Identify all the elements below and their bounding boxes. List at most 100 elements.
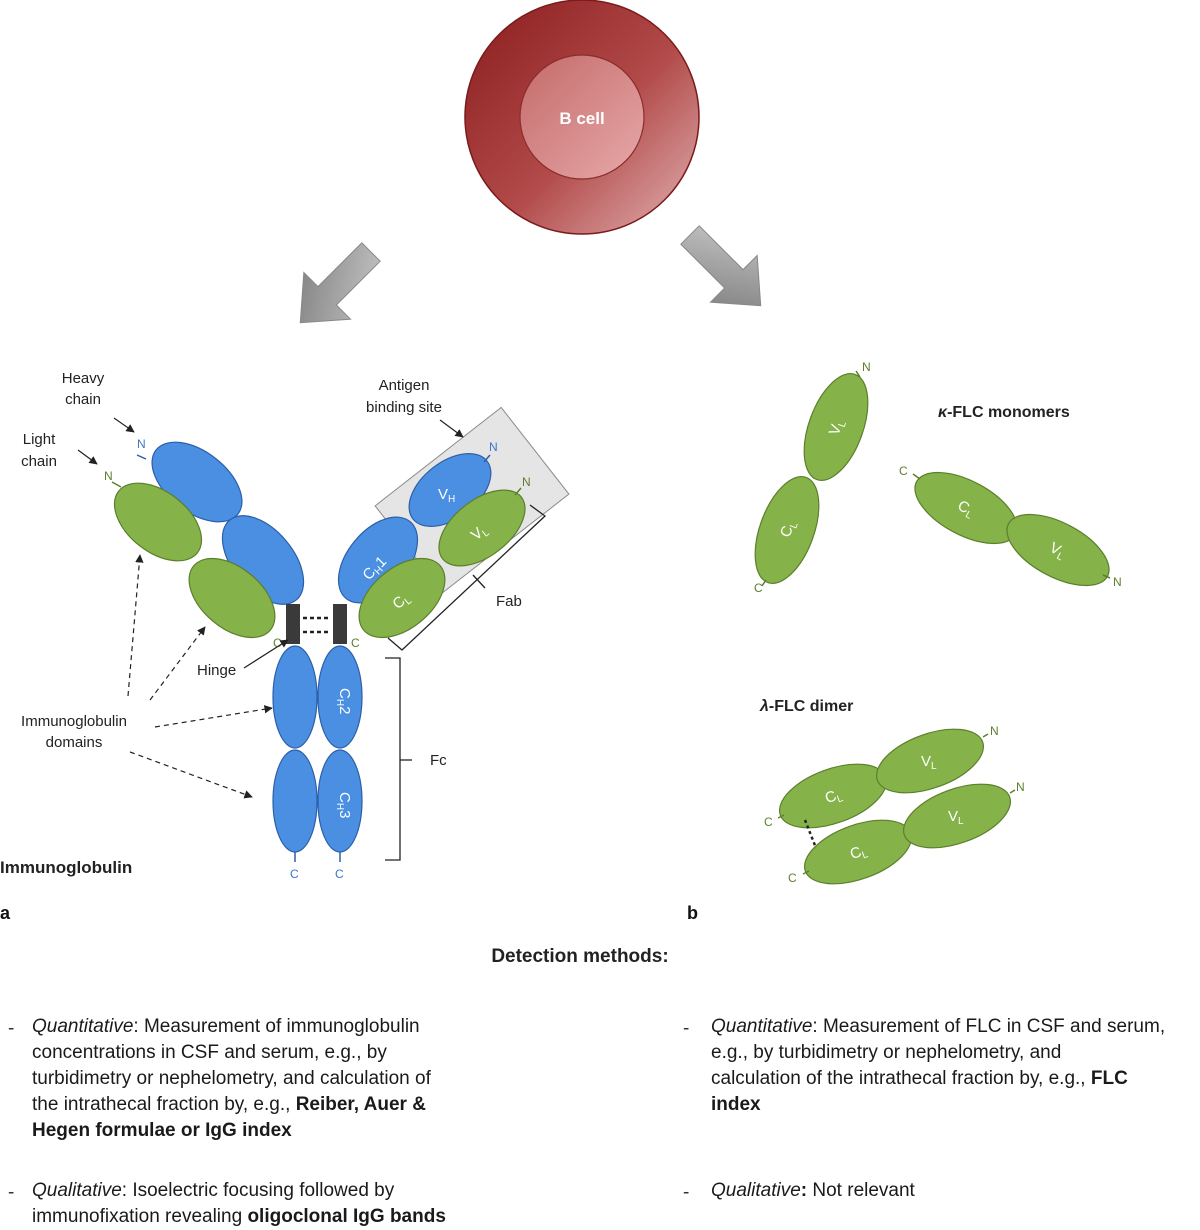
c-terminus-light-right: C [351,636,360,650]
method-line: Qualitative: Not relevant [711,1178,1200,1204]
arrow-to-flc [680,225,762,307]
method-right-qualitative: Qualitative: Not relevant [711,1178,1200,1204]
c-terminus-heavy-right: C [335,867,344,881]
method-text: Reiber, Auer & [295,1094,426,1115]
c-terminus-heavy-left: C [290,867,299,881]
bullet-right-2: - [683,1182,690,1203]
lambda1-c: C [764,815,773,829]
lambda1-vl [875,728,985,794]
method-text: : Isoelectric focusing followed by [121,1180,395,1201]
kappa1-cl-label: CL [777,518,801,540]
light-chain-vl-right [438,489,526,567]
lambda-disulfide-bond [803,819,818,849]
ch2-label: CH2 [334,688,353,714]
detection-methods-heading: Detection methods: [491,946,669,967]
method-text: : Measurement of FLC in CSF and serum, [812,1016,1166,1037]
fab-bracket [387,504,547,651]
fab-label: Fab [496,593,522,610]
method-text: e.g., by turbidimetry or nephelometry, a… [711,1042,1062,1063]
fc-label: Fc [430,752,447,769]
method-line: Qualitative: Isoelectric focusing follow… [32,1178,512,1204]
ch3-label: CH3 [334,792,353,818]
heavy-chain-label-2: chain [65,391,101,408]
domains-label-2: domains [46,734,103,751]
method-line: turbidimetry or nephelometry, and calcul… [32,1066,512,1092]
method-text: Quantitative [32,1016,134,1037]
method-text: Qualitative [32,1180,122,1201]
method-text: turbidimetry or nephelometry, and calcul… [32,1068,431,1089]
lambda2-vl-label: VL [948,808,964,827]
vh-label: VH [438,486,455,505]
fc-bracket [385,657,401,861]
ch2-left [272,645,318,749]
hinge-label: Hinge [197,662,236,679]
free-light-chains: VL CL CL VL CL VL CL VL N C C N N N C C … [687,360,1122,923]
method-line: Quantitative: Measurement of FLC in CSF … [711,1014,1200,1040]
hinge-left [286,604,300,644]
method-text: FLC [1090,1068,1128,1089]
c-terminus-light-left: C [273,636,282,650]
method-line: e.g., by turbidimetry or nephelometry, a… [711,1040,1200,1066]
n-terminus-heavy-left: N [137,437,146,451]
light-chain-cl-left [188,557,276,639]
bullet-left-2: - [8,1182,15,1203]
antigen-site-label-2: binding site [366,399,442,416]
n-terminus-light-right: N [522,475,531,489]
kappa1-vl [803,372,869,482]
lambda2-c: C [788,871,797,885]
bullet-left-1: - [8,1018,15,1039]
kappa2-c: C [899,464,908,478]
kappa1-c: C [754,581,763,595]
method-line: the intrathecal fraction by, e.g., Reibe… [32,1092,512,1118]
method-text: immunofixation revealing [32,1206,248,1227]
n-terminus-light-left: N [104,469,113,483]
kappa2-n: N [1113,575,1122,589]
method-left-qualitative: Qualitative: Isoelectric focusing follow… [32,1178,512,1230]
lambda1-n: N [990,724,999,738]
method-line: index [711,1092,1200,1118]
kappa1-n: N [862,360,871,374]
b-cell-label: B cell [559,109,604,128]
light-chain-label-2: chain [21,453,57,470]
method-line: immunofixation revealing oligoclonal IgG… [32,1204,512,1230]
ch2-right [317,645,363,749]
lambda1-vl-label: VL [921,753,937,772]
method-text: : Measurement of immunoglobulin [133,1016,420,1037]
method-text: Qualitative [711,1180,801,1201]
light-chain-label-1: Light [23,431,56,448]
lambda2-vl [902,783,1012,849]
b-cell-nucleus [519,54,645,180]
light-chain-cl-right [358,557,446,639]
b-cell: B cell [464,0,700,235]
kappa1-vl-label: VL [826,417,849,439]
immunoglobulin-flc-diagram: B cell [0,0,1122,923]
method-text: calculation of the intrathecal fraction … [711,1068,1091,1089]
method-line: Quantitative: Measurement of immunoglobu… [32,1014,512,1040]
domains-label-1: Immunoglobulin [21,713,127,730]
kappa-title: κ-FLC monomers [938,404,1070,421]
panel-b-letter: b [687,903,698,923]
panel-a-letter: a [0,903,11,923]
method-line: calculation of the intrathecal fraction … [711,1066,1200,1092]
lambda2-n: N [1016,780,1025,794]
method-line: concentrations in CSF and serum, e.g., b… [32,1040,512,1066]
immunoglobulin: VH VL CH1 CL CH2 CH3 N N N N C C C C [0,370,570,923]
ch3-left [272,749,318,853]
immunoglobulin-title: Immunoglobulin [0,858,132,877]
method-text: concentrations in CSF and serum, e.g., b… [32,1042,387,1063]
light-chain-vl-left [113,482,203,562]
kappa2-cl-label: CL [954,497,978,522]
method-text: the intrathecal fraction by, e.g., [32,1094,296,1115]
method-left-quantitative: Quantitative: Measurement of immunoglobu… [32,1014,512,1144]
method-line: Hegen formulae or IgG index [32,1118,512,1144]
method-text: Hegen formulae or IgG index [32,1120,292,1141]
kappa1-cl [754,475,820,585]
method-text: : [800,1180,813,1201]
method-right-quantitative: Quantitative: Measurement of FLC in CSF … [711,1014,1200,1118]
n-terminus-heavy-right: N [489,440,498,454]
antigen-site-label-1: Antigen [379,377,430,394]
method-text: index [711,1094,761,1115]
lambda-title: λ-FLC dimer [759,698,853,715]
method-text: Not relevant [812,1180,915,1201]
heavy-chain-label-1: Heavy [62,370,105,387]
